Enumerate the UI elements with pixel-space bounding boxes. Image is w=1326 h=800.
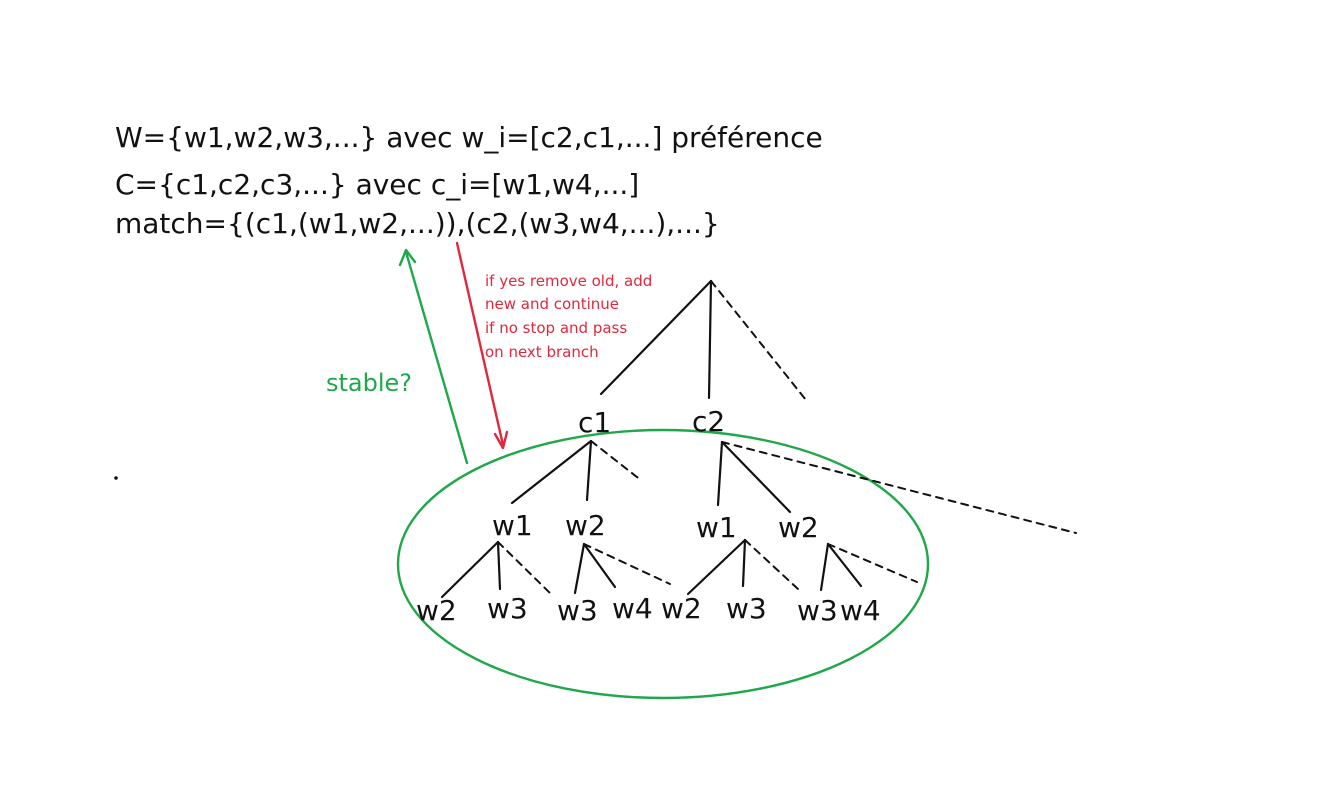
edge-c1w2-more (583, 543, 671, 585)
edge-c2w1-w3 (741, 538, 747, 588)
formula-line-2: C={c1,c2,c3,...} avec c_i=[w1,w4,...] (115, 168, 639, 201)
edge-c1-w1 (510, 439, 593, 505)
node-c2-w1: w1 (696, 511, 737, 544)
edge-c1w1-w3 (496, 540, 502, 591)
edge-c2-w1 (716, 440, 724, 507)
node-c2: c2 (692, 405, 725, 438)
edge-root-c1 (599, 279, 713, 396)
node-c2-w2: w2 (778, 511, 819, 544)
edge-c1w2-w3 (573, 542, 586, 595)
edge-c1w1-more (497, 541, 554, 597)
red-note-line-4: on next branch (485, 343, 599, 361)
leaf-4: w4 (612, 592, 653, 625)
red-note-line-1: if yes remove old, add (485, 272, 652, 290)
edge-c1-w2 (585, 439, 593, 502)
update-arrow (455, 241, 509, 450)
formula-line-1: W={w1,w2,w3,...} avec w_i=[c2,c1,...] pr… (115, 121, 823, 154)
edge-c2w1-more (744, 539, 799, 590)
edge-root-c2 (707, 279, 713, 400)
edge-c1w1-w2 (440, 540, 500, 599)
leaf-2: w3 (487, 592, 528, 625)
red-note-line-3: if no stop and pass (485, 319, 627, 337)
leaf-5: w2 (661, 592, 702, 625)
edge-c1-more (590, 440, 643, 482)
leaf-3: w3 (557, 594, 598, 627)
stray-dot (114, 476, 118, 480)
formula-line-3: match={(c1,(w1,w2,...)),(c2,(w3,w4,...),… (115, 207, 720, 240)
edge-c2w2-w4 (826, 542, 863, 588)
edge-c1w2-w4 (582, 542, 617, 589)
leaf-8: w4 (840, 594, 881, 627)
leaf-6: w3 (726, 592, 767, 625)
node-c1: c1 (578, 406, 611, 439)
edge-c2-more (721, 441, 1077, 534)
leaf-1: w2 (416, 594, 457, 627)
edge-root-more (710, 280, 807, 401)
stable-region-ellipse (396, 428, 930, 700)
node-c1-w1: w1 (492, 509, 533, 542)
edge-c2-w2 (720, 440, 792, 514)
stable-arrow (398, 248, 469, 465)
edge-c2w2-more (827, 543, 918, 583)
edge-c2w1-w2 (686, 538, 747, 596)
node-c1-w2: w2 (565, 509, 606, 542)
red-note-line-2: new and continue (485, 295, 619, 313)
edge-c2w2-w3 (819, 542, 830, 592)
stable-label: stable? (326, 369, 412, 397)
leaf-7: w3 (797, 594, 838, 627)
